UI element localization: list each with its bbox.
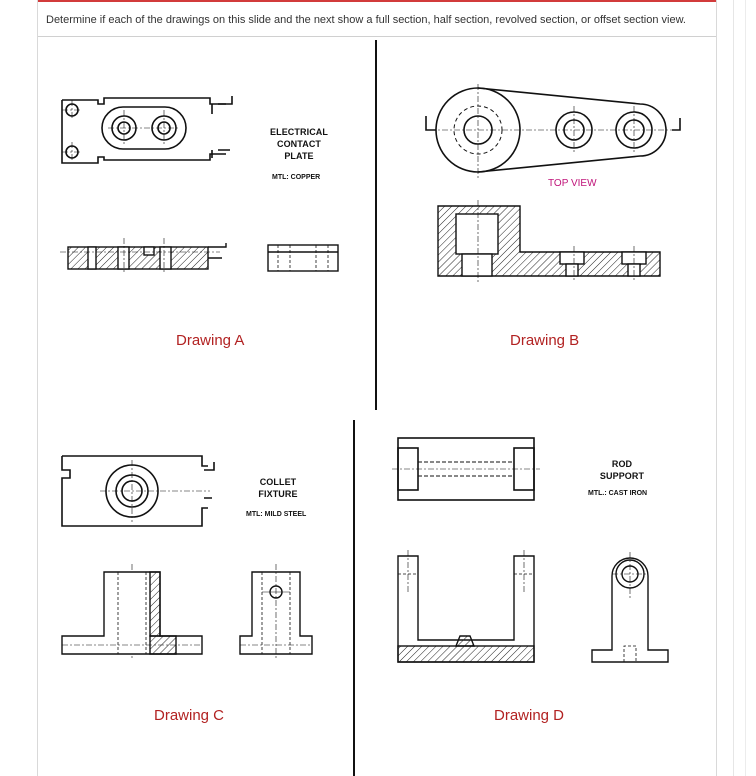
drawing-a-title: ELECTRICAL CONTACT PLATE bbox=[270, 127, 328, 161]
drawing-c-title: COLLET FIXTURE bbox=[258, 477, 298, 499]
drawing-d-title: ROD SUPPORT bbox=[599, 459, 645, 481]
drawing-c-side-view bbox=[239, 571, 313, 655]
drawing-a-material: MTL: COPPER bbox=[272, 174, 321, 181]
drawing-d-top-view bbox=[392, 437, 540, 501]
caption-drawing-d: Drawing D bbox=[494, 707, 565, 724]
drawing-b-centerlines bbox=[430, 84, 676, 178]
frame-right-border bbox=[716, 0, 717, 776]
caption-drawing-c: Drawing C bbox=[154, 707, 225, 724]
frame-right-border-3 bbox=[745, 0, 746, 776]
header-divider bbox=[38, 36, 716, 37]
drawing-c-material: MTL: MILD STEEL bbox=[246, 511, 307, 518]
caption-drawing-b: Drawing B bbox=[510, 332, 580, 349]
drawing-d-material: MTL.: CAST IRON bbox=[588, 490, 648, 497]
drawing-d-front-view bbox=[397, 550, 535, 663]
question-text: Determine if each of the drawings on thi… bbox=[46, 14, 686, 26]
drawing-a-side-view bbox=[267, 244, 339, 272]
drawing-a-section-view bbox=[60, 238, 227, 274]
drawing-a-top-view bbox=[61, 96, 233, 164]
frame-right-border-2 bbox=[733, 0, 734, 776]
top-accent-bar bbox=[37, 0, 717, 2]
caption-drawing-a: Drawing A bbox=[176, 332, 245, 349]
drawing-b-view-label: TOP VIEW bbox=[548, 178, 597, 189]
drawing-b-section-view bbox=[437, 200, 661, 282]
drawing-a-centerlines bbox=[62, 100, 180, 162]
drawing-c-front-view bbox=[61, 571, 203, 655]
frame-left-border bbox=[37, 0, 38, 776]
drawing-d-side-view bbox=[591, 552, 669, 663]
